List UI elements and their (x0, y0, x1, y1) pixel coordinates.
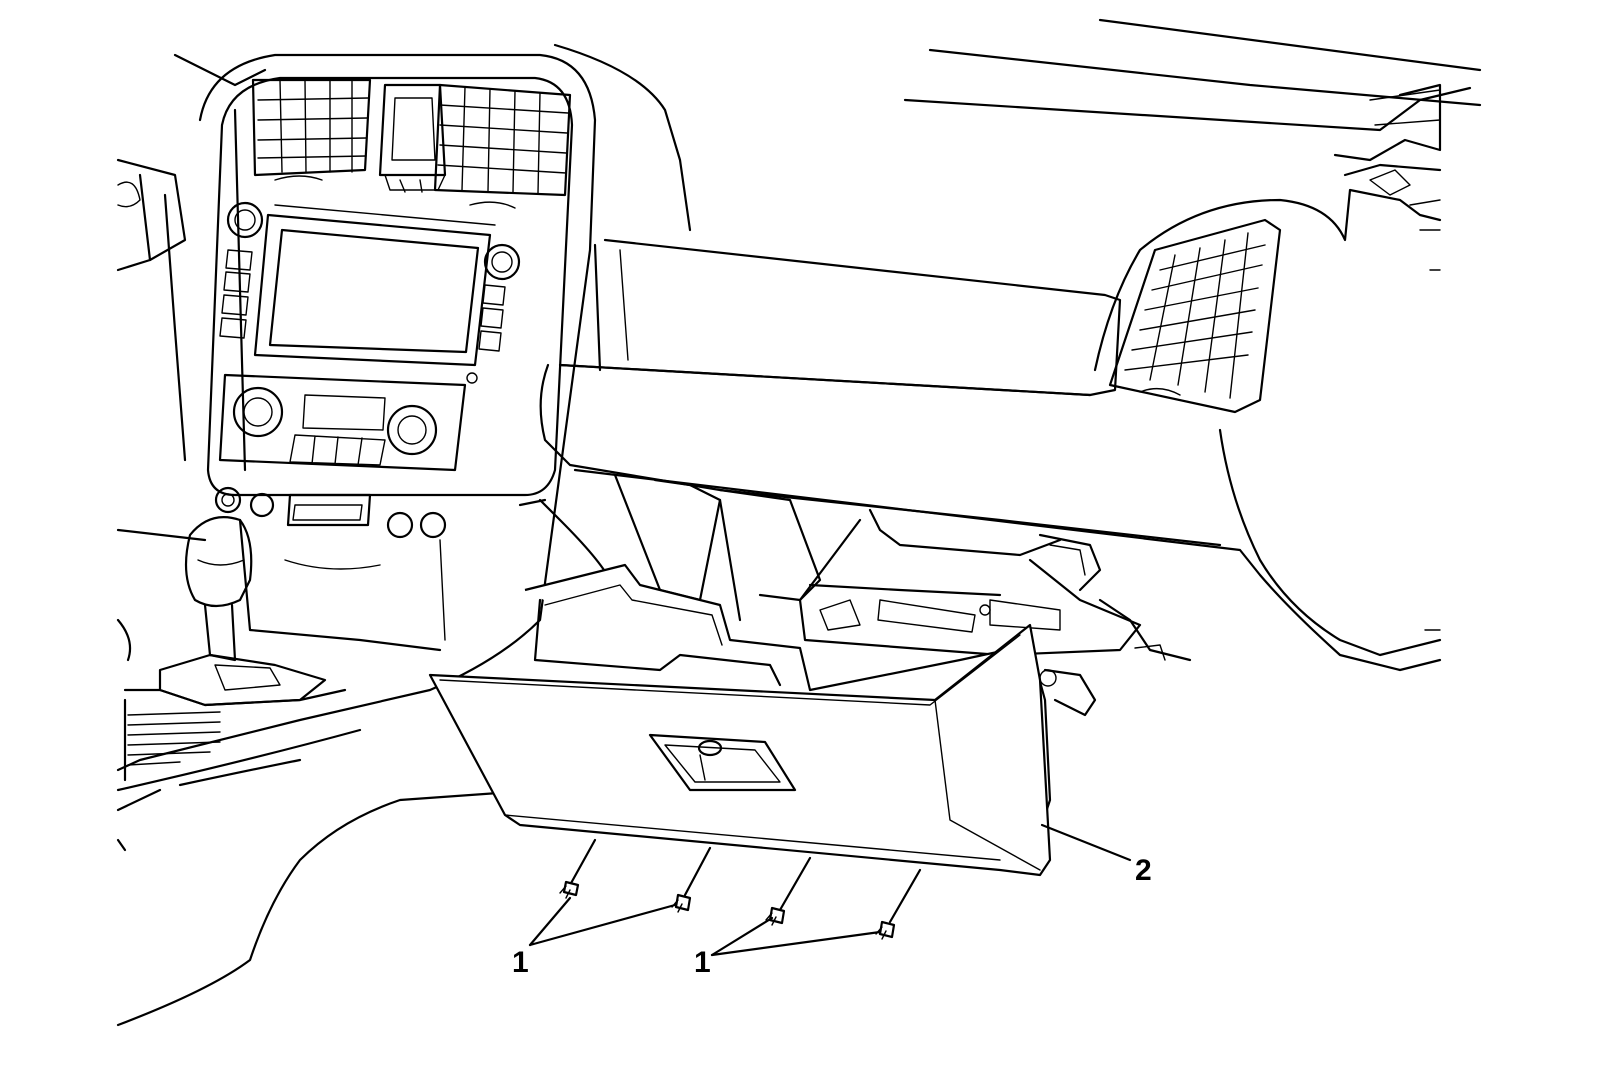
navigation-screen (253, 204, 496, 367)
radio-left-knob (226, 201, 264, 239)
fastener-screw-1 (559, 838, 597, 899)
radio-right-buttons (466, 284, 506, 384)
center-left-vent (251, 78, 372, 177)
callout-label-fastener-right: 1 (694, 946, 711, 979)
fastener-screws (559, 838, 922, 940)
callout-label-glove-box: 2 (1135, 854, 1152, 887)
glove-box-handle (648, 733, 797, 792)
left-door-trim (116, 158, 207, 852)
glove-box-opening-interior (613, 473, 1192, 662)
lower-center-controls (214, 486, 447, 652)
center-stack-bezel (116, 53, 597, 772)
passenger-side-vent (1108, 218, 1282, 414)
upper-dash-outline (173, 18, 1482, 232)
radio-left-buttons (219, 249, 253, 339)
center-right-vent (433, 83, 572, 197)
fastener-screw-2 (671, 846, 712, 913)
fastener-screw-4 (875, 868, 922, 940)
callout-label-fastener-left: 1 (512, 946, 529, 979)
center-console (116, 688, 362, 792)
passenger-dash-right (1093, 83, 1442, 657)
radio-right-knob (483, 243, 521, 281)
fastener-screw-3 (765, 856, 812, 926)
instrument-panel-upper-pad (539, 238, 1442, 672)
hvac-control-panel (218, 373, 467, 472)
callout-leaders (528, 823, 1132, 957)
glove-box-assembly (428, 563, 1097, 877)
center-display-module (378, 83, 447, 193)
